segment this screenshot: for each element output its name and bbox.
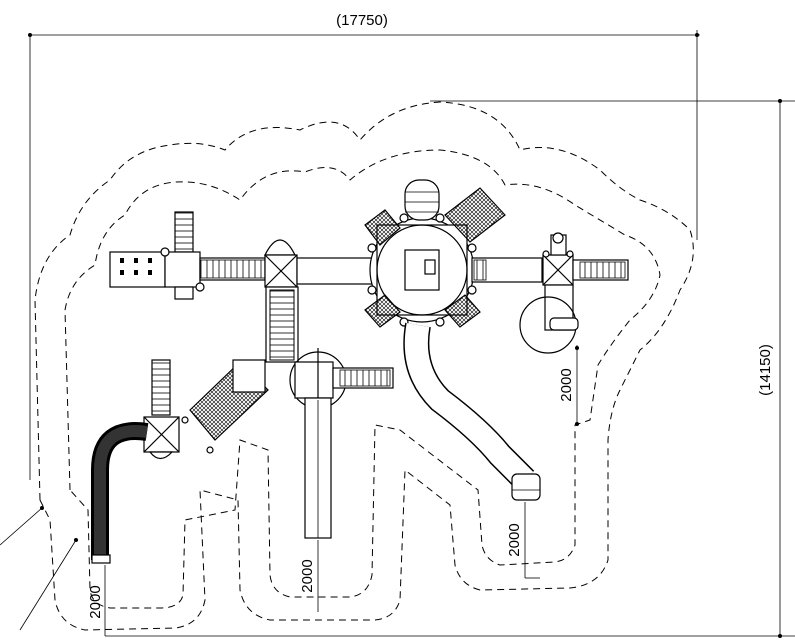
tower-climb-nets <box>364 187 506 328</box>
clearance-left-label: 2000 <box>87 585 104 618</box>
overall-width-dimension: (17750) <box>28 12 700 480</box>
center-stair <box>265 286 299 363</box>
main-octagon-tower <box>367 213 477 327</box>
tower-top-tunnel <box>404 179 440 221</box>
inner-safety-zone <box>64 149 661 609</box>
overall-width-label: (17750) <box>336 12 388 29</box>
left-activity-panel <box>109 251 166 288</box>
clearance-tube-label: 2000 <box>506 523 523 556</box>
right-bridge <box>471 257 543 283</box>
left-bridge <box>199 257 266 281</box>
left-ladder-top <box>174 211 194 253</box>
left-small-deck <box>160 247 205 300</box>
leader-lines <box>0 506 78 631</box>
overall-depth-label: (14150) <box>757 344 774 396</box>
clearance-right-label: 2000 <box>558 368 575 401</box>
clearance-dim-center: 2000 <box>299 540 319 612</box>
clearance-center-label: 2000 <box>299 559 316 592</box>
curved-slide <box>91 422 149 564</box>
right-short-slide <box>519 284 579 354</box>
center-left-tower <box>264 239 378 288</box>
lower-left-tower <box>143 359 214 460</box>
overall-depth-dimension: (14150) <box>105 99 795 638</box>
center-lower-deck <box>289 348 394 539</box>
clearance-dim-left: 2000 <box>87 565 106 636</box>
clearance-dim-tube: 2000 <box>506 502 540 579</box>
spiral-tube-slide <box>403 322 541 501</box>
diagonal-climb-net <box>189 359 269 441</box>
right-tower <box>542 232 629 286</box>
clearance-dim-right: 2000 <box>558 345 579 426</box>
outer-safety-zone <box>34 101 694 631</box>
